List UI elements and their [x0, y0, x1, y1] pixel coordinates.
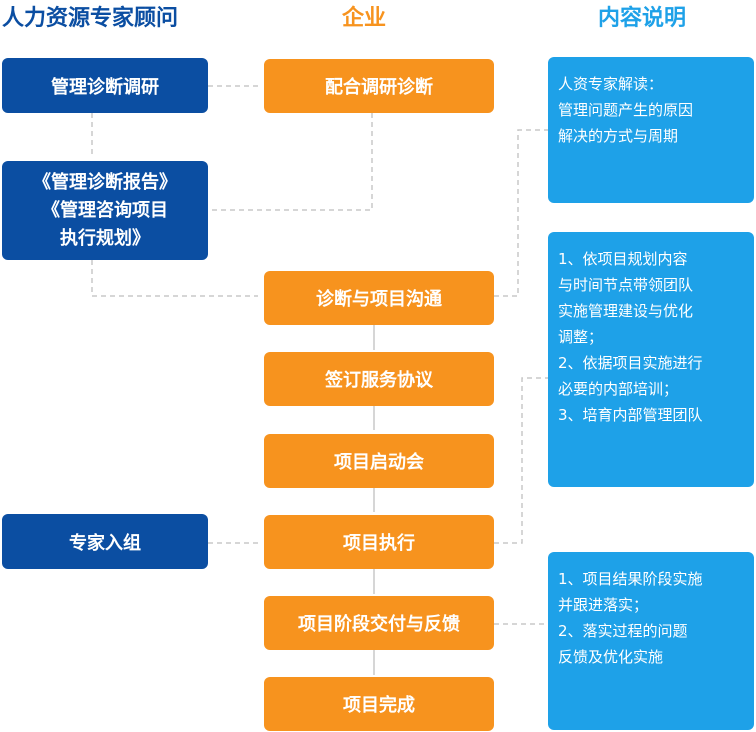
note-execution-details: 1、依项目规划内容 与时间节点带领团队 实施管理建设与优化 调整； 2、依据项目… [548, 232, 754, 487]
note3-line: 反馈及优化实施 [558, 648, 664, 666]
box-reports: 《管理诊断报告》 《管理咨询项目 执行规划》 [2, 161, 208, 260]
box-reports-line1: 《管理诊断报告》 [33, 171, 177, 193]
note2-line: 与时间节点带领团队 [558, 276, 694, 294]
box-reports-line2: 《管理咨询项目 [42, 199, 168, 221]
header-left: 人力资源专家顾问 [2, 6, 179, 31]
box-project-execution: 项目执行 [264, 515, 494, 569]
box-project-complete: 项目完成 [264, 677, 494, 731]
note2-line: 实施管理建设与优化 [558, 302, 694, 320]
note2-line: 调整； [558, 328, 604, 346]
note2-line: 3、培育内部管理团队 [558, 406, 703, 424]
note2-line: 1、依项目规划内容 [558, 250, 688, 268]
note1-line: 解决的方式与周期 [558, 127, 679, 145]
box-reports-line3: 执行规划》 [60, 227, 150, 249]
note1-line: 人资专家解读： [558, 75, 664, 93]
header-mid: 企业 [342, 6, 387, 31]
note3-line: 并跟进落实； [558, 596, 649, 614]
note1-line: 管理问题产生的原因 [558, 101, 694, 119]
note-expert-interpretation: 人资专家解读： 管理问题产生的原因 解决的方式与周期 [548, 57, 754, 203]
note3-line: 2、落实过程的问题 [558, 622, 688, 640]
header-right: 内容说明 [598, 6, 687, 31]
note3-line: 1、项目结果阶段实施 [558, 570, 703, 588]
note-delivery-details: 1、项目结果阶段实施 并跟进落实； 2、落实过程的问题 反馈及优化实施 [548, 552, 754, 730]
box-cooperate-research: 配合调研诊断 [264, 59, 494, 113]
box-sign-agreement: 签订服务协议 [264, 352, 494, 406]
note2-line: 2、依据项目实施进行 [558, 354, 703, 372]
note2-line: 必要的内部培训； [558, 380, 679, 398]
box-expert-join: 专家入组 [2, 514, 208, 569]
box-diagnosis-communication: 诊断与项目沟通 [264, 271, 494, 325]
box-delivery-feedback: 项目阶段交付与反馈 [264, 596, 494, 650]
box-kickoff-meeting: 项目启动会 [264, 434, 494, 488]
box-diagnosis-research: 管理诊断调研 [2, 58, 208, 113]
